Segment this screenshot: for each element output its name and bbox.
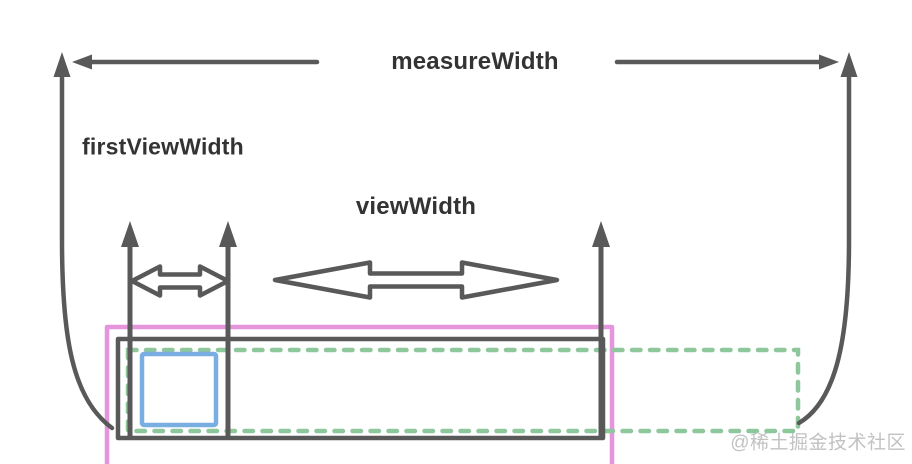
watermark-text: @稀土掘金技术社区 (730, 432, 906, 454)
tick-arrow-left-head (121, 221, 139, 247)
view-width-range-arrow (272, 260, 560, 300)
measure-left-curve (59, 71, 115, 431)
measure-left-up-arrowhead (53, 52, 71, 77)
measure-harrow-left-head (72, 54, 92, 70)
first-item-box (139, 351, 219, 428)
first-view-width-label: firstViewWidth (82, 133, 244, 160)
pink-outer-box (104, 324, 615, 464)
measure-right-curve (796, 71, 852, 426)
tick-arrow-mid-head (219, 221, 237, 247)
measure-width-label: measureWidth (391, 48, 559, 75)
view-width-label: viewWidth (355, 193, 477, 220)
tick-arrow-right-head (592, 221, 610, 247)
measure-right-up-arrowhead (840, 52, 858, 77)
first-view-range-arrow (129, 264, 231, 298)
measure-harrow-right-head (819, 54, 839, 70)
